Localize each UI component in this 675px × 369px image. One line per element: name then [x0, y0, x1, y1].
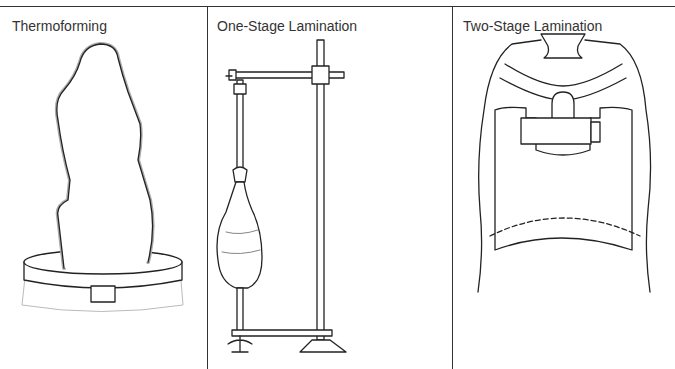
- adapter-screw: [591, 122, 600, 142]
- positive-model: [57, 44, 153, 268]
- inner-arc: [505, 64, 622, 86]
- mandrel-clamp: [234, 84, 246, 94]
- top-rule: [0, 6, 675, 7]
- panel-heading: Thermoforming: [12, 18, 107, 34]
- lower-arm: [232, 330, 332, 336]
- upper-vise: [226, 70, 236, 80]
- panel-heading: One-Stage Lamination: [217, 18, 357, 34]
- stand-foot: [300, 340, 346, 352]
- adapter-block: [521, 118, 591, 144]
- lower-rod: [237, 288, 243, 332]
- pva-bag: [217, 182, 262, 288]
- inner-socket: [495, 107, 632, 250]
- lower-vise: [228, 336, 252, 352]
- panel-heading: Two-Stage Lamination: [463, 18, 602, 34]
- stand-pole: [317, 40, 324, 340]
- pyramid-dome: [552, 92, 574, 118]
- outer-socket: [478, 40, 651, 292]
- bag-fold: [222, 230, 260, 254]
- coupling: [233, 167, 247, 182]
- top-cup: [541, 34, 585, 58]
- plastic-sheet: [57, 44, 153, 268]
- platform-stem: [91, 286, 115, 302]
- two-stage-figure: [478, 34, 651, 292]
- panel-divider: [207, 7, 208, 369]
- panel-divider: [452, 7, 453, 369]
- dashed-contour: [490, 218, 640, 236]
- lamination-stand: [217, 40, 346, 352]
- thermoforming-figure: [22, 44, 183, 312]
- arm-clamp: [312, 66, 329, 84]
